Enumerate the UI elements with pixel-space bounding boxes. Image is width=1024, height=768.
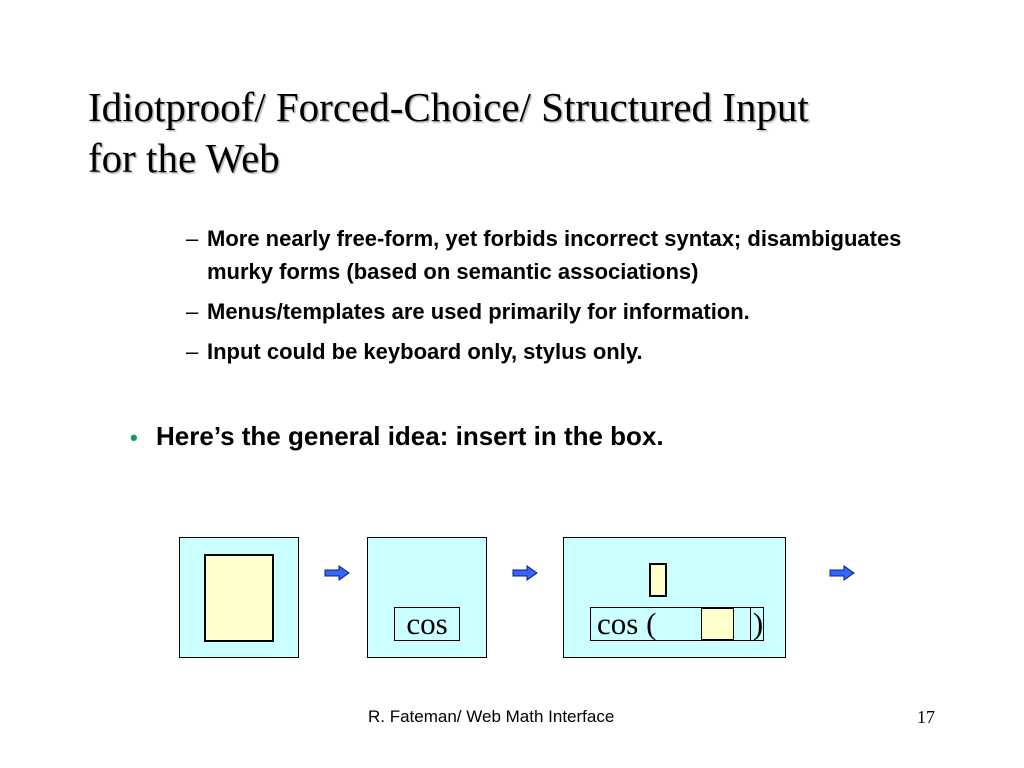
page-number: 17 <box>917 707 935 727</box>
title-line-1: Idiotproof/ Forced-Choice/ Structured In… <box>88 84 809 130</box>
diagram-step-2-frame: cos <box>367 537 487 658</box>
slide-title: Idiotproof/ Forced-Choice/ Structured In… <box>88 82 968 184</box>
dash-marker: – <box>186 226 199 251</box>
main-bullet: • Here’s the general idea: insert in the … <box>130 418 664 456</box>
empty-input-slot[interactable] <box>204 554 274 642</box>
cos-label: cos <box>406 606 448 641</box>
sub-bullet-list: – More nearly free-form, yet forbids inc… <box>186 222 946 375</box>
diagram-step-3-frame: cos ( ) <box>563 537 786 658</box>
pending-input-slot[interactable] <box>649 563 667 597</box>
main-bullet-text: Here’s the general idea: insert in the b… <box>156 421 664 451</box>
cos-open-paren-label: cos ( <box>597 606 657 641</box>
argument-slot[interactable] <box>701 608 734 640</box>
dash-marker: – <box>186 299 199 324</box>
right-arrow-icon <box>512 565 538 581</box>
title-line-2: for the Web <box>88 135 280 181</box>
right-arrow-icon <box>324 565 350 581</box>
sub-bullet-text: More nearly free-form, yet forbids incor… <box>207 226 902 284</box>
cos-call-expression-box[interactable]: cos ( ) <box>590 607 764 641</box>
cos-expression-box[interactable]: cos <box>394 607 460 641</box>
footer-author: R. Fateman/ Web Math Interface <box>368 707 615 726</box>
bullet-dot-icon: • <box>130 425 138 450</box>
sub-bullet-2: – Menus/templates are used primarily for… <box>186 295 946 328</box>
sub-bullet-3: – Input could be keyboard only, stylus o… <box>186 335 946 368</box>
sub-bullet-text: Input could be keyboard only, stylus onl… <box>207 339 643 364</box>
sub-bullet-text: Menus/templates are used primarily for i… <box>207 299 750 324</box>
sub-bullet-1: – More nearly free-form, yet forbids inc… <box>186 222 946 288</box>
diagram-step-1-frame <box>179 537 299 658</box>
right-arrow-icon <box>829 565 855 581</box>
dash-marker: – <box>186 339 199 364</box>
close-paren-label: ) <box>750 608 765 640</box>
